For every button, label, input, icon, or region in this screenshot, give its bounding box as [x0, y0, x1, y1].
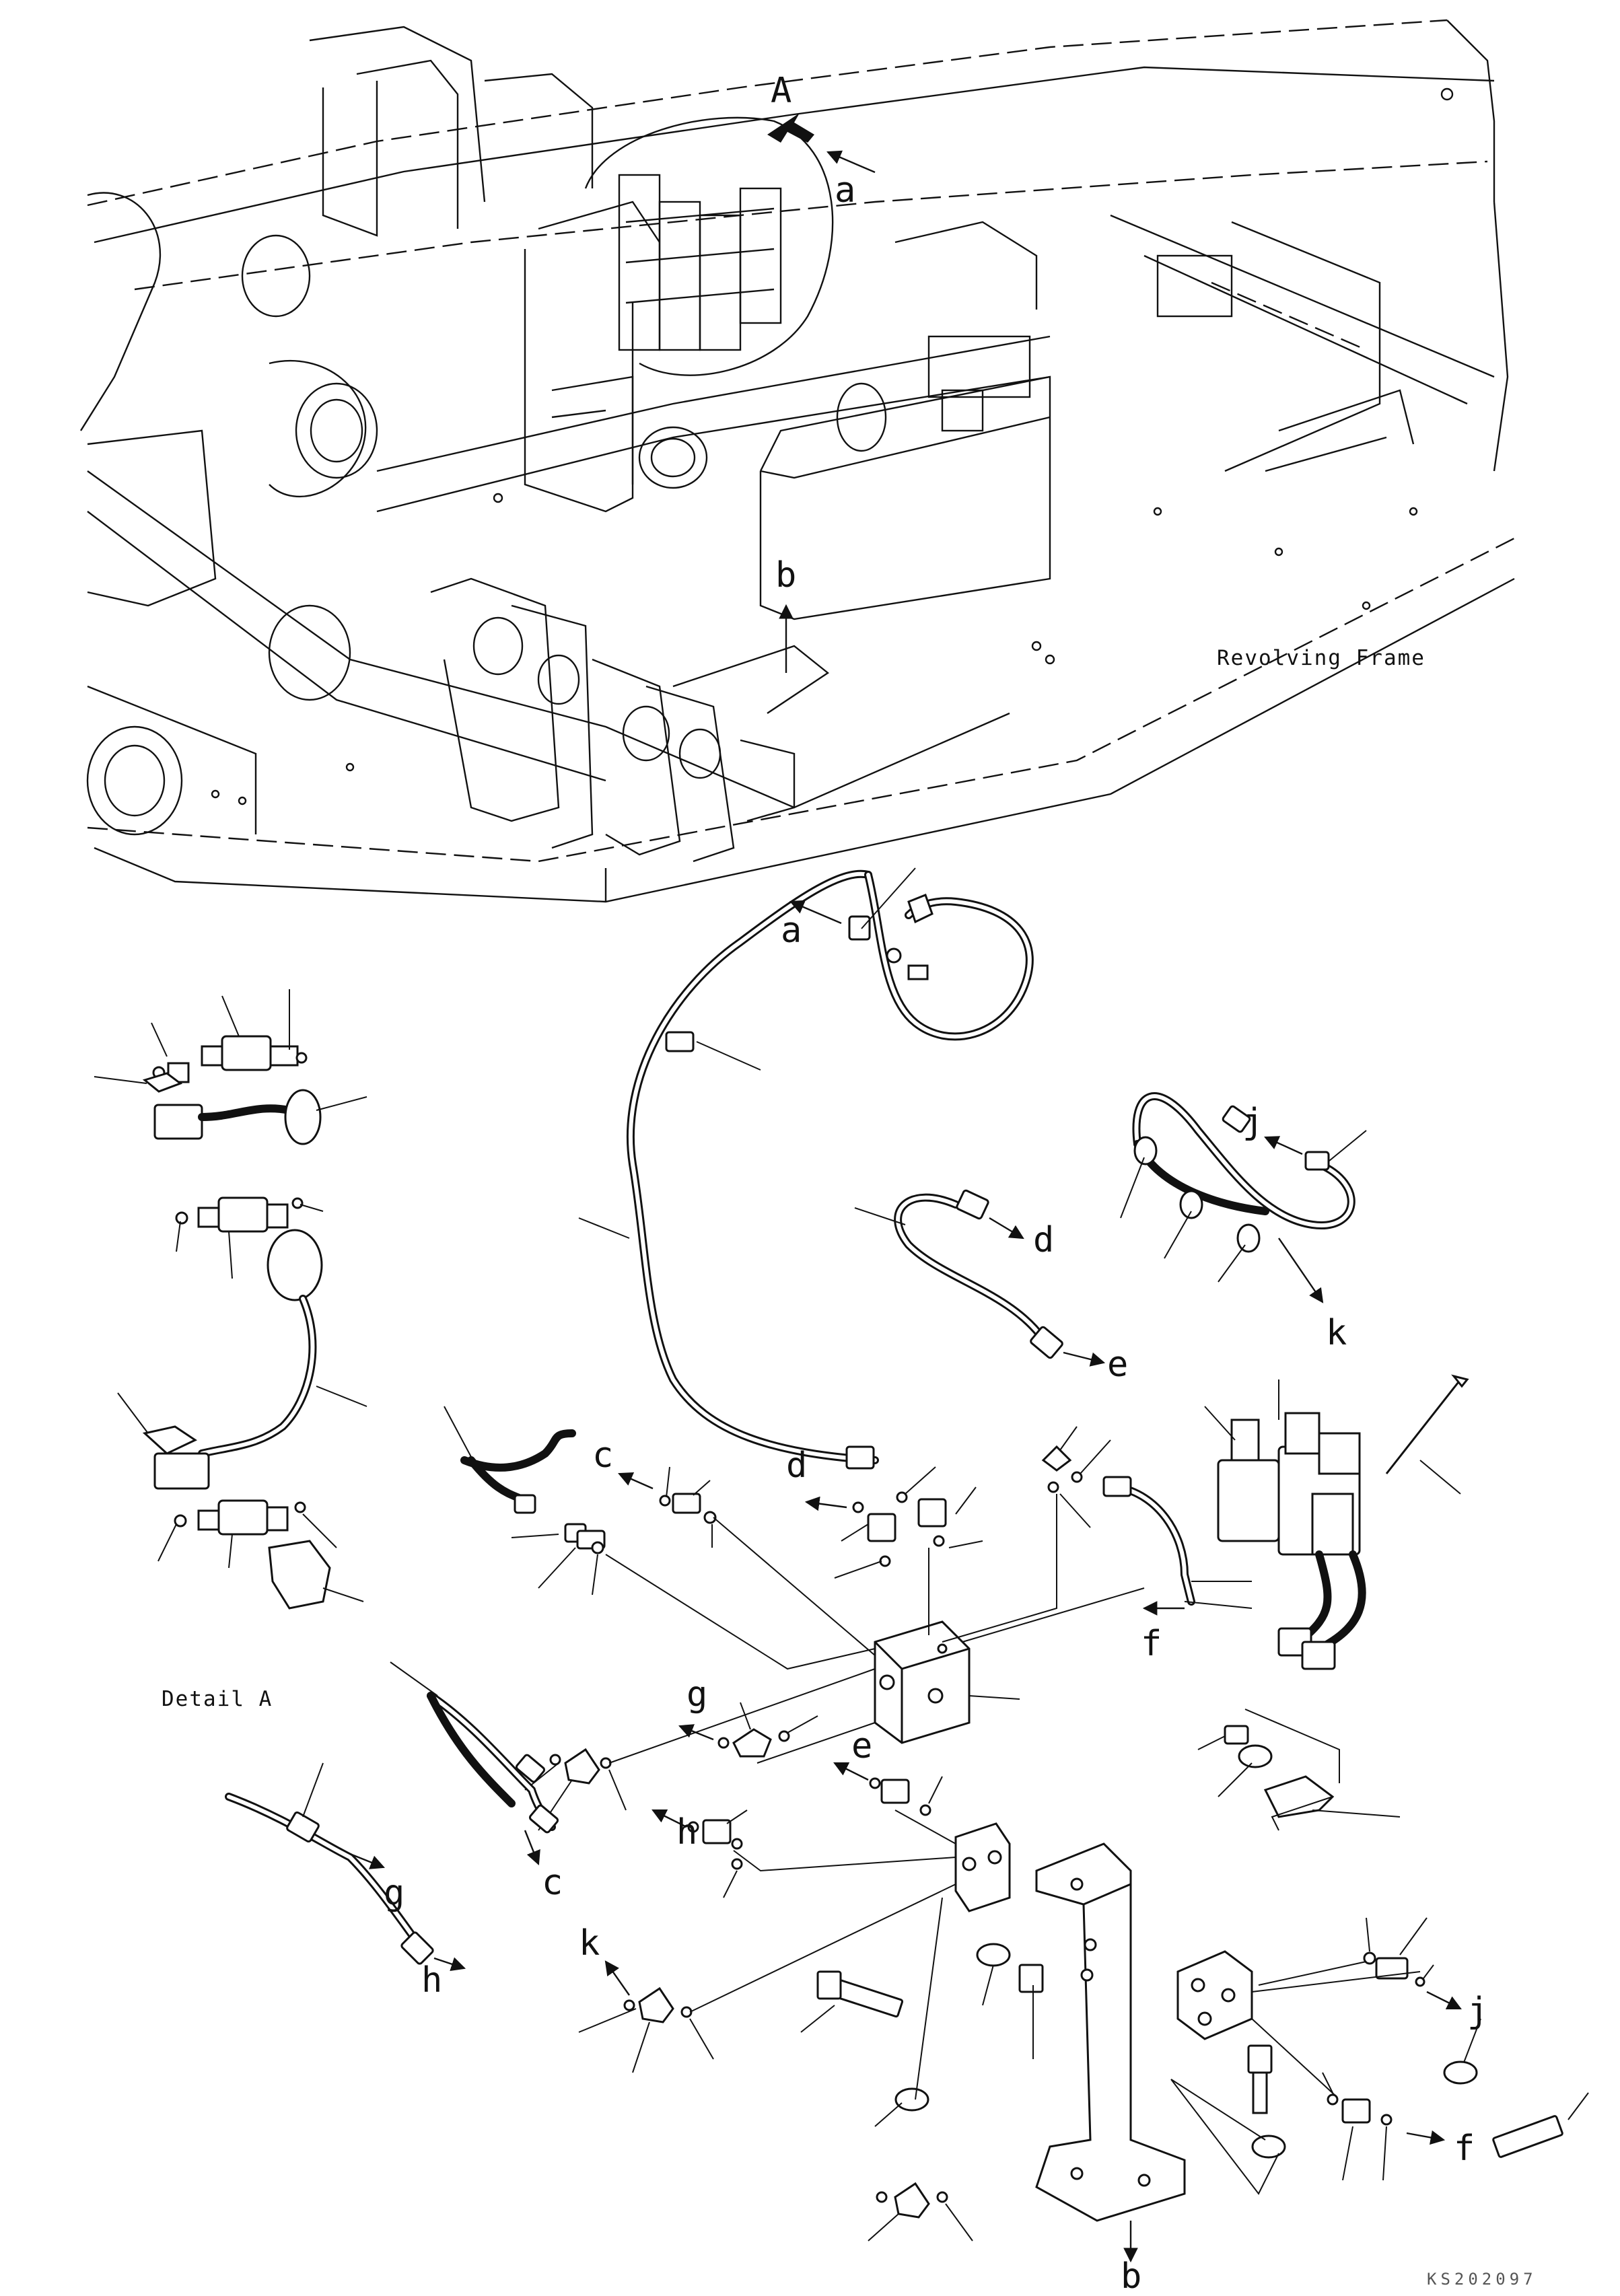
detail-view-title: Detail A — [162, 1687, 273, 1711]
connection-arrow-k2 — [604, 1960, 630, 1996]
connection-label-b-top: b — [775, 555, 796, 596]
connection-arrow-j2 — [1426, 1990, 1462, 2010]
hose-d-e — [854, 1189, 1063, 1359]
connection-label-c1: c — [592, 1435, 613, 1476]
detail-callout-label: A — [771, 71, 791, 111]
revolving-frame-drawing — [79, 19, 1515, 903]
connection-arrow-c1 — [618, 1472, 654, 1490]
solenoid-valve-unit — [1204, 1374, 1469, 1670]
connection-arrow-g2 — [349, 1853, 386, 1869]
connection-arrow-e1 — [833, 1762, 869, 1781]
right-manifold-block — [1176, 1950, 1253, 2040]
connection-arrow-j1 — [1264, 1136, 1303, 1155]
hose-a — [578, 867, 1034, 1470]
connection-arrow-k1 — [1278, 1237, 1324, 1303]
connection-label-k1: k — [1326, 1313, 1347, 1353]
sensor-fitting-group-upper — [142, 1035, 322, 1145]
connection-arrow-a — [789, 900, 842, 925]
hose-j-k — [1120, 1092, 1367, 1283]
main-view-title: Revolving Frame — [1217, 646, 1425, 670]
connection-label-j1: j — [1242, 1102, 1263, 1142]
detail-callout-arrow — [767, 113, 814, 143]
connection-label-g1: g — [686, 1674, 707, 1715]
connection-label-e1: e — [851, 1726, 872, 1766]
connection-label-f2: f — [1454, 2128, 1475, 2169]
fittings-detail — [225, 1406, 1589, 2241]
connection-arrow-g1 — [678, 1724, 714, 1741]
sensor-fitting-group-lower — [174, 1499, 331, 1610]
connection-arrow-c2 — [524, 1830, 540, 1866]
connection-label-a-top: a — [835, 170, 855, 211]
connection-arrow-f2 — [1406, 2130, 1446, 2145]
sensor-fitting-group-middle — [142, 1196, 323, 1490]
connection-label-k2: k — [579, 1923, 600, 1964]
connection-label-a: a — [781, 910, 802, 951]
mounting-bracket — [1035, 1842, 1186, 2222]
connection-label-d1: d — [786, 1445, 807, 1486]
connection-arrow-e2 — [1063, 1351, 1106, 1367]
connection-label-f1: f — [1141, 1624, 1162, 1664]
connection-label-b: b — [1121, 2256, 1141, 2296]
connection-label-g2: g — [384, 1873, 404, 1913]
connection-label-j2: j — [1467, 1990, 1488, 2031]
small-manifold-block — [954, 1822, 1011, 1912]
connection-label-c2: c — [542, 1863, 563, 1903]
connection-label-h1: h — [676, 1812, 697, 1853]
connection-arrow-h2 — [433, 1957, 466, 1972]
connection-arrow-h1 — [651, 1809, 687, 1828]
connection-arrow-d1 — [804, 1496, 847, 1511]
manifold-block — [874, 1620, 1020, 1744]
connection-arrow-a-top — [826, 150, 876, 174]
connection-label-e2: e — [1107, 1344, 1128, 1385]
connection-label-h2: h — [421, 1960, 442, 2001]
drawing-code: KS202097 — [1427, 2270, 1537, 2289]
connection-label-d2: d — [1033, 1220, 1054, 1260]
leader-lines-left — [94, 989, 367, 1602]
connection-arrow-d2 — [989, 1217, 1024, 1240]
